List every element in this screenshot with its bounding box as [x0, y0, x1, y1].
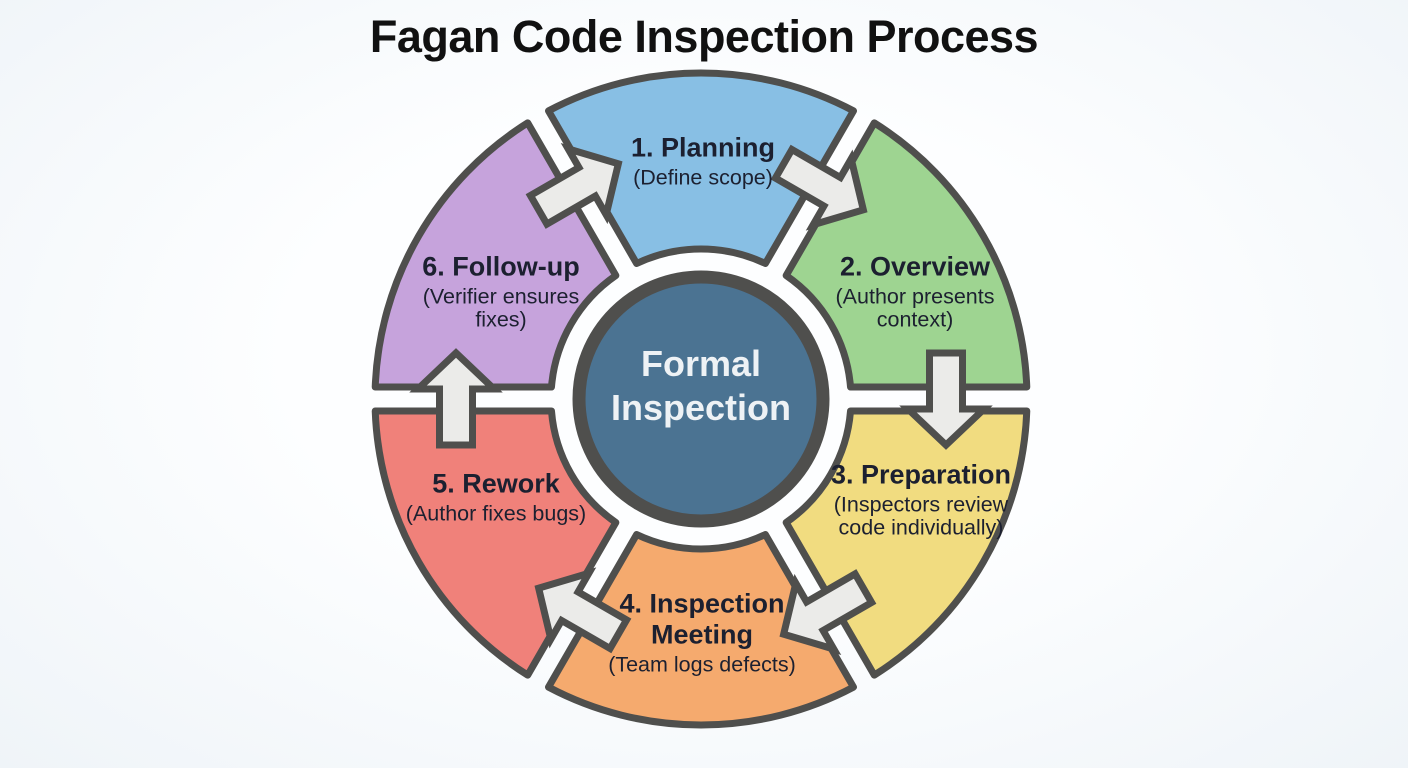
segments-layer [371, 69, 1031, 729]
segment-label-rework: 5. Rework (Author fixes bugs) [366, 468, 626, 525]
segment-title: 4. Inspection Meeting [619, 588, 785, 650]
segment-label-preparation: 3. Preparation (Inspectors review code i… [815, 460, 1027, 541]
center-circle [572, 270, 830, 528]
segment-subtitle: (Inspectors review code individually) [833, 492, 1009, 541]
segment-label-inspection-meeting: 4. Inspection Meeting (Team logs defects… [587, 589, 817, 678]
diagram-title: Fagan Code Inspection Process [369, 11, 1039, 62]
segment-label-follow-up: 6. Follow-up (Verifier ensures fixes) [399, 252, 604, 333]
flow-arrow-1 [525, 143, 623, 229]
segment-title: 2. Overview [839, 251, 991, 282]
segment-title: 1. Planning [630, 132, 776, 163]
segment-subtitle: (Author presents context) [835, 284, 995, 333]
segment-inspection-meeting [545, 530, 857, 729]
center-label: Formal Inspection [610, 343, 792, 428]
segment-label-overview: 2. Overview (Author presents context) [809, 252, 1021, 333]
segment-label-planning: 1. Planning (Define scope) [573, 132, 833, 189]
flow-arrow-6 [409, 348, 503, 449]
segment-subtitle: (Author fixes bugs) [405, 501, 587, 526]
segment-subtitle: (Verifier ensures fixes) [422, 284, 580, 333]
segment-title: 3. Preparation [830, 459, 1012, 490]
flow-arrow-4 [779, 569, 877, 655]
segment-title: 5. Rework [432, 468, 560, 499]
segment-title: 6. Follow-up [422, 251, 580, 282]
flow-arrow-5 [534, 567, 632, 654]
flow-arrow-2 [770, 144, 868, 231]
flow-arrow-3 [899, 349, 993, 450]
segment-planning [545, 69, 857, 268]
arrows-layer [409, 143, 993, 655]
segment-subtitle: (Define scope) [633, 165, 773, 190]
segment-subtitle: (Team logs defects) [608, 652, 796, 677]
